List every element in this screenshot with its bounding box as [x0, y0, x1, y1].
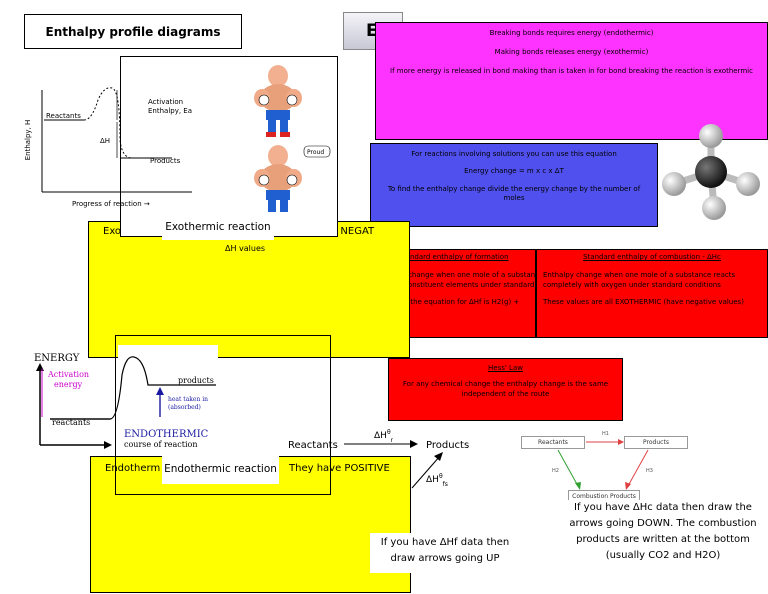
exo-dh-label: ΔH — [100, 137, 110, 145]
hess-reactants-label: Reactants — [288, 440, 338, 451]
flow-products-box: Products — [624, 436, 688, 449]
exothermic-rule-text: If more energy is released in bond makin… — [390, 67, 753, 75]
standard-combustion-box: Standard enthalpy of combustion - ΔHc En… — [536, 249, 768, 338]
exo-activation-label-2: Enthalpy, Ea — [148, 107, 192, 115]
hess-heading: Hess' Law — [488, 364, 523, 372]
flow-h-top: H1 — [602, 431, 609, 437]
formation-body: Enthalpy change when one mole of a subst… — [375, 270, 536, 289]
exo-reactants-label: Reactants — [46, 112, 81, 120]
hess-dhfs-label: ΔHθfs — [426, 473, 448, 488]
hess-body: For any chemical change the enthalpy cha… — [402, 379, 609, 399]
exothermic-reaction-label: Exothermic reaction — [162, 214, 274, 240]
page-title: Enthalpy profile diagrams — [24, 14, 242, 49]
endo-heat-label-2: (absorbed) — [168, 404, 201, 411]
bond-making-text: Making bonds releases energy (exothermic… — [494, 48, 649, 56]
flow-h-right: H3 — [646, 468, 653, 474]
hess-law-box: Hess' Law For any chemical change the en… — [388, 358, 623, 421]
exo-activation-label: Activation — [148, 98, 183, 106]
formation-heading: Standard enthalpy of formation — [398, 253, 509, 261]
endo-reactants-label: reactants — [52, 418, 90, 427]
endo-heat-label: heat taken in — [168, 396, 208, 403]
exo-yaxis-label: Enthalpy, H — [24, 120, 32, 161]
flow-reactants-box: Reactants — [521, 436, 585, 449]
energy-equation-text: Energy change = m x c x ΔT — [464, 167, 564, 176]
endo-energy-label: ENERGY — [34, 353, 80, 364]
proud-speech-bubble: Proud — [307, 149, 324, 156]
endothermic-reaction-label: Endothermic reaction — [162, 454, 279, 484]
exothermic-profile-diagram: Enthalpy, H Reactants Activation Enthalp… — [24, 87, 192, 208]
bond-breaking-text: Breaking bonds requires energy (endother… — [489, 29, 654, 37]
hess-products-label: Products — [426, 440, 469, 451]
methane-molecule-icon — [662, 124, 760, 220]
strongman-figures-image: Proud — [244, 58, 334, 218]
endo-activation-label-2: energy — [54, 380, 83, 389]
bond-energy-box: Breaking bonds requires energy (endother… — [375, 22, 768, 140]
endo-products-label: products — [178, 376, 214, 385]
strongman-top-icon — [254, 65, 302, 137]
arrows-down-note: If you have ΔHc data then draw the arrow… — [568, 500, 758, 572]
endo-course-label: course of reaction — [124, 440, 198, 449]
exo-xaxis-label: Progress of reaction → — [72, 200, 150, 208]
endothermic-diagram-frame — [115, 335, 331, 495]
exo-products-label: Products — [150, 157, 181, 165]
combustion-note: These values are all EXOTHERMIC (have ne… — [543, 298, 744, 307]
energy-change-box: For reactions involving solutions you ca… — [370, 143, 658, 227]
endothermic-box-sign: They have POSITIVE — [289, 463, 390, 474]
equation-intro-text: For reactions involving solutions you ca… — [411, 150, 617, 158]
endothermic-box-title: Endotherm — [105, 463, 161, 474]
combustion-body: Enthalpy change when one mole of a subst… — [543, 270, 736, 289]
endo-activation-label: Activation — [47, 370, 89, 379]
strongman-bottom-icon — [254, 145, 302, 212]
hess-cycle-diagram: Reactants Products ΔHθr ΔHθfs — [288, 429, 469, 489]
per-mole-text: To find the enthalpy change divide the e… — [387, 184, 641, 203]
formation-note: For water the equation for ΔHf is H2(g) … — [375, 298, 520, 307]
flow-h-left: H2 — [552, 468, 559, 474]
endothermic-profile-diagram: ENERGY Activation energy reactants produ… — [34, 345, 218, 449]
combustion-heading: Standard enthalpy of combustion - ΔHc — [583, 253, 721, 261]
hess-dhr-label: ΔHθr — [374, 429, 394, 444]
endo-title-label: ENDOTHERMIC — [124, 429, 209, 440]
exothermic-box-dh: ΔH values — [225, 244, 266, 253]
flow-arrows: H1 H2 H3 — [552, 431, 653, 490]
arrows-up-note: If you have ΔHf data then draw arrows go… — [370, 533, 520, 573]
